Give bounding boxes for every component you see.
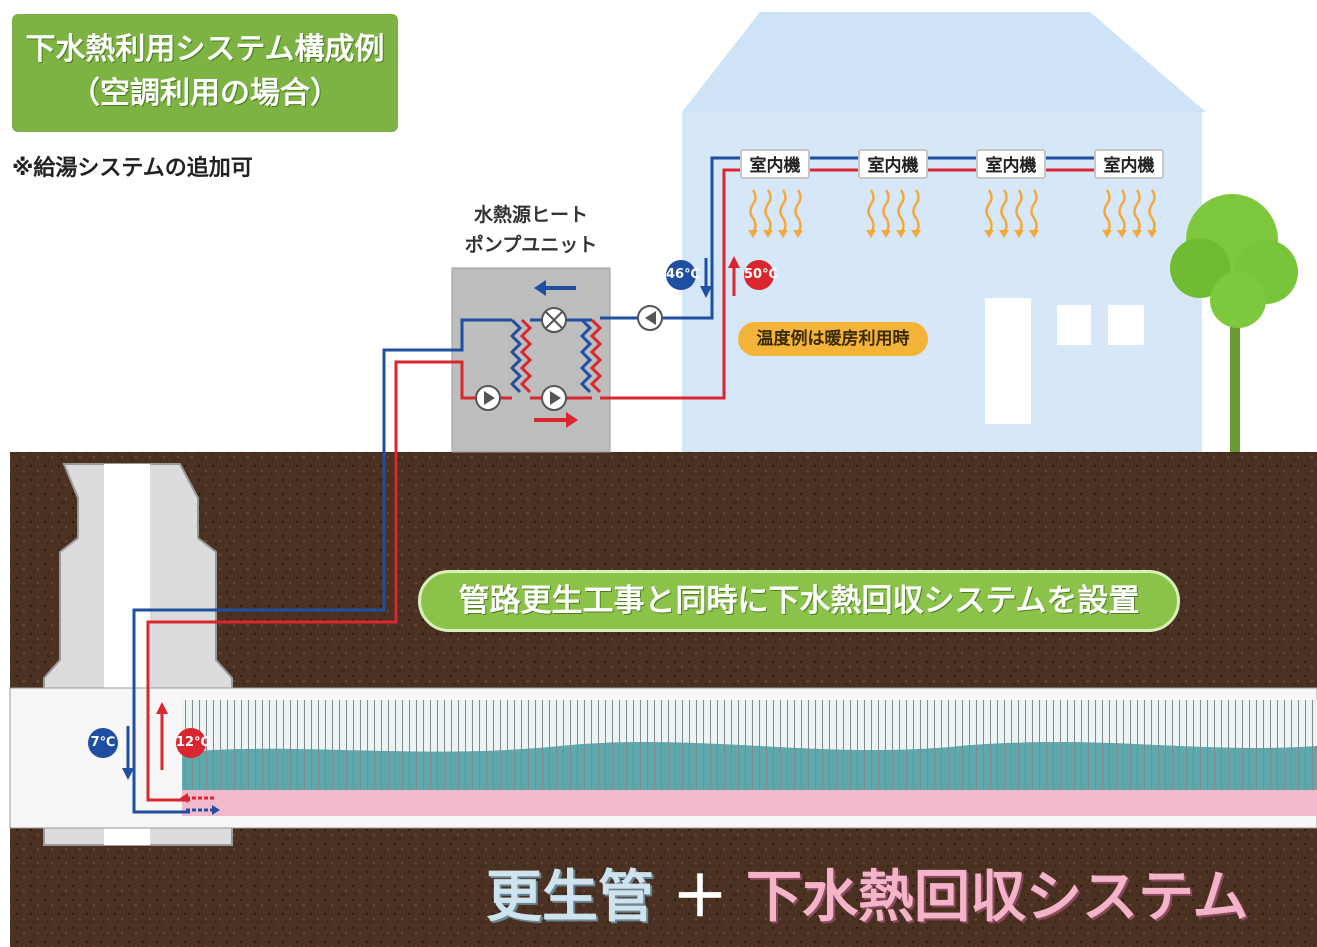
house-window — [1108, 305, 1144, 345]
warm-air-arrowhead-icon — [896, 230, 906, 238]
arrow-down-icon — [122, 726, 134, 780]
diagram-title: 下水熱利用システム構成例 （空調利用の場合） — [12, 14, 398, 132]
warm-air-arrowhead-icon — [1014, 230, 1024, 238]
warm-air-arrowhead-icon — [881, 230, 891, 238]
warm-air-arrowhead-icon — [866, 230, 876, 238]
warm-air-arrow-icon — [1000, 189, 1008, 233]
warm-air-arrowhead-icon — [763, 230, 773, 238]
temp-badge-supply: 46℃ — [666, 260, 700, 290]
pump-icon — [475, 385, 501, 411]
flow-arrow-right-icon — [534, 412, 578, 428]
pump-icon — [541, 385, 567, 411]
heat-exchanger-layer — [182, 790, 1317, 816]
warm-air-arrowhead-icon — [999, 230, 1009, 238]
temp-badge-return: 50℃ — [744, 260, 778, 290]
warm-air-arrow-icon — [764, 189, 772, 233]
heat-exchanger-coils — [509, 318, 603, 394]
house-window — [1057, 305, 1091, 345]
pump-icon — [637, 305, 663, 331]
warm-air-arrowhead-icon — [911, 230, 921, 238]
warm-air-arrow-icon — [779, 189, 787, 233]
warm-air-arrowhead-icon — [793, 230, 803, 238]
bottom-title-part-2: 下水熱回収システム — [746, 865, 1249, 930]
sewer-pipe — [9, 687, 1317, 829]
arrow-down-icon — [700, 258, 712, 298]
warm-air-arrow-icon — [1133, 189, 1141, 233]
warm-air-arrow-icon — [867, 189, 875, 233]
temp-badge-sewer-out: 7℃ — [88, 728, 118, 758]
warm-air-arrowhead-icon — [1102, 230, 1112, 238]
indoor-unit-3: 室内機 — [976, 149, 1046, 179]
warm-air-arrow-icon — [1015, 189, 1023, 233]
heat-pump-label: 水熱源ヒート ポンプユニット — [446, 200, 616, 260]
title-line-2: （空調利用の場合） — [70, 76, 340, 111]
warm-air-arrowhead-icon — [778, 230, 788, 238]
warm-air-arrowhead-icon — [1117, 230, 1127, 238]
warm-air-arrowhead-icon — [748, 230, 758, 238]
warm-air-arrowhead-icon — [1132, 230, 1142, 238]
footnote: ※給湯システムの追加可 — [12, 156, 253, 181]
title-line-1: 下水熱利用システム構成例 — [25, 32, 385, 67]
temp-badge-sewer-return: 12℃ — [176, 728, 210, 758]
indoor-unit-2: 室内機 — [858, 149, 928, 179]
warm-air-arrows — [748, 189, 1157, 238]
warm-air-arrow-icon — [985, 189, 993, 233]
expansion-valve-icon — [541, 307, 567, 333]
warm-air-arrow-icon — [912, 189, 920, 233]
warm-air-arrowhead-icon — [984, 230, 994, 238]
lining-ribs — [182, 700, 1317, 790]
warm-air-arrow-icon — [897, 189, 905, 233]
warm-air-arrow-icon — [794, 189, 802, 233]
warm-air-arrowhead-icon — [1147, 230, 1157, 238]
heat-pump-label-line-2: ポンプユニット — [464, 234, 598, 256]
house — [682, 12, 1206, 454]
bottom-title: 更生管 ＋ 下水熱回収システム — [486, 852, 1248, 933]
flow-arrow-left-icon — [534, 280, 576, 296]
arrow-up-icon — [728, 256, 740, 296]
bottom-title-plus: ＋ — [672, 865, 728, 930]
warm-air-arrow-icon — [882, 189, 890, 233]
arrow-up-icon — [156, 702, 168, 770]
tree-icon — [1170, 194, 1298, 454]
warm-air-arrow-icon — [1148, 189, 1156, 233]
bottom-title-part-1: 更生管 — [486, 865, 654, 930]
warm-air-arrow-icon — [1030, 189, 1038, 233]
indoor-unit-4: 室内機 — [1094, 149, 1164, 179]
warm-air-arrowhead-icon — [1029, 230, 1039, 238]
heat-pump-label-line-1: 水熱源ヒート — [473, 204, 588, 226]
warm-air-arrow-icon — [749, 189, 757, 233]
pipes — [132, 156, 1094, 814]
house-door — [985, 298, 1031, 424]
warm-air-arrow-icon — [1118, 189, 1126, 233]
temperature-note: 温度例は暖房利用時 — [738, 322, 928, 356]
warm-air-arrow-icon — [1103, 189, 1111, 233]
installation-banner: 管路更生工事と同時に下水熱回収システムを設置 — [418, 570, 1180, 632]
indoor-unit-1: 室内機 — [740, 149, 810, 179]
heat-flow-arrows-icon — [180, 793, 220, 815]
